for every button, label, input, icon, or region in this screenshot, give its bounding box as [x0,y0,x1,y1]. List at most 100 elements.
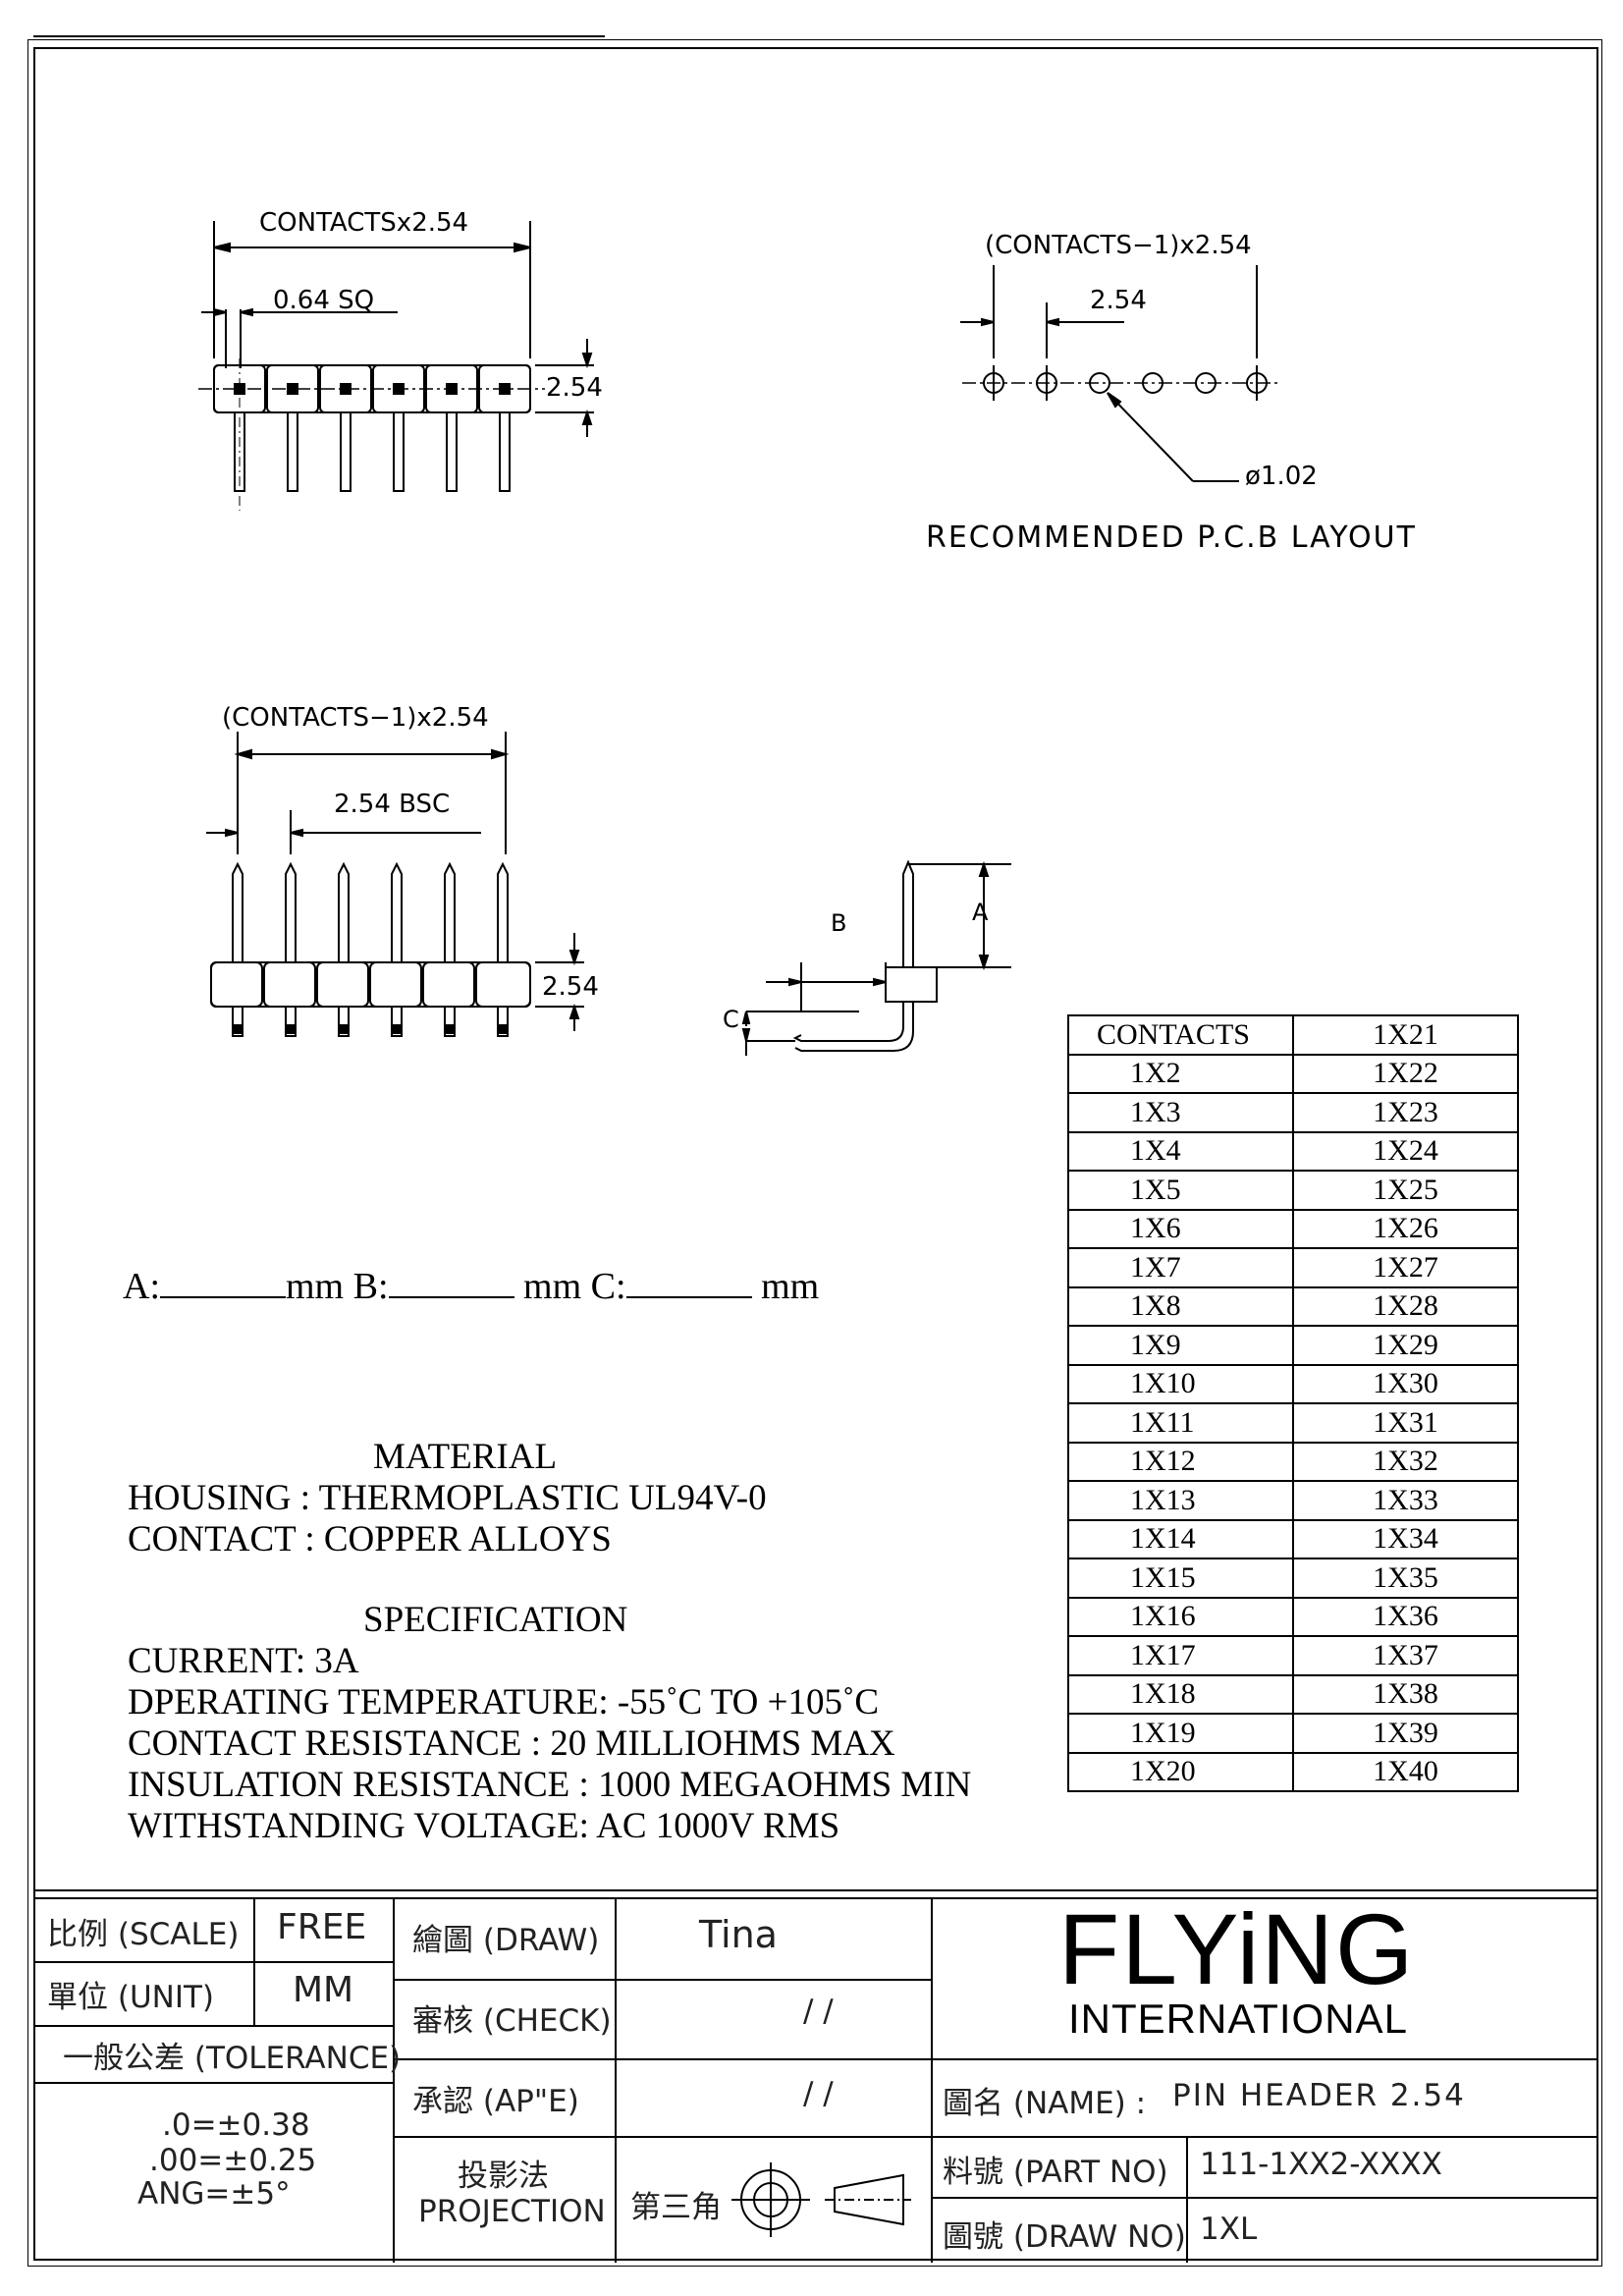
pcb-pitch-dimension: 2.54 [1090,286,1147,315]
contacts-cell-right: 1X39 [1292,1713,1519,1754]
contacts-cell-left: 1X14 [1067,1518,1294,1559]
tb-top-line [33,1889,1596,1891]
contacts-cell-left: 1X19 [1067,1713,1294,1754]
contacts-cell-left: 1X5 [1067,1170,1294,1211]
contacts-cell-right: 1X26 [1292,1208,1519,1249]
c-unit: mm [761,1266,820,1307]
pin-square-dimension: 0.64 SQ [273,286,375,315]
contacts-cell-left: 1X16 [1067,1596,1294,1637]
tb-h1 [33,1961,393,1963]
contacts-cell-right: 1X32 [1292,1441,1519,1482]
projection-cn-label: 投影法 [458,2159,549,2194]
side-label-a: A [972,899,989,926]
tolerance-2: .00=±0.25 [149,2143,317,2178]
top-view-drawing [198,221,594,511]
contacts-cell-left: 1X4 [1067,1130,1294,1172]
pcb-hole-dimension: ø1.02 [1245,462,1318,491]
tb-top-line-inner [33,1897,1596,1899]
a-unit: mm [286,1266,345,1307]
tb-h8 [931,2136,1596,2138]
side-label-b: B [831,909,847,937]
contacts-cell-right: 1X35 [1292,1558,1519,1599]
spec-temperature: DPERATING TEMPERATURE: -55˚C TO +105˚C [128,1682,880,1722]
draw-no-value: 1XL [1200,2212,1258,2247]
drawing-frame [33,47,1598,2261]
draw-value: Tina [699,1913,778,1956]
check-value: / / [803,1994,834,2029]
scale-label: 比例 (SCALE) [47,1917,240,1952]
outer-border [27,39,1602,2267]
a-label: A: [123,1266,160,1307]
tb-h3 [33,2082,393,2084]
scale-value: FREE [277,1907,367,1947]
contacts-cell-right: 1X37 [1292,1635,1519,1676]
contacts-cell-right: 1X28 [1292,1285,1519,1327]
contacts-cell-right: 1X24 [1292,1130,1519,1172]
tb-v2 [393,1897,395,2263]
spec-insulation-resistance: INSULATION RESISTANCE : 1000 MEGAOHMS MI… [128,1765,972,1805]
contacts-cell-right: 1X34 [1292,1518,1519,1559]
b-unit: mm [523,1266,582,1307]
part-no-value: 111-1XX2-XXXX [1200,2147,1442,2182]
contacts-cell-right: 1X38 [1292,1673,1519,1715]
contacts-cell-left: 1X7 [1067,1247,1294,1288]
front-total-dimension: (CONTACTS−1)x2.54 [222,703,489,733]
unit-value: MM [293,1970,354,2010]
third-angle-projection-icon [731,2162,911,2237]
contacts-cell-left: 1X6 [1067,1208,1294,1249]
contacts-cell-right: 1X23 [1292,1092,1519,1133]
contacts-cell-left: 1X2 [1067,1053,1294,1094]
draw-no-label: 圖號 (DRAW NO) [943,2219,1186,2255]
approve-value: / / [803,2076,834,2111]
contacts-cell-left: 1X18 [1067,1673,1294,1715]
tb-h2 [33,2025,393,2027]
contacts-cell-left: 1X13 [1067,1480,1294,1521]
contacts-cell-left: 1X20 [1067,1751,1294,1792]
contacts-cell-right: 1X36 [1292,1596,1519,1637]
contacts-cell-left: 1X3 [1067,1092,1294,1133]
contacts-cell-left: 1X10 [1067,1363,1294,1404]
contacts-cell-left: 1X17 [1067,1635,1294,1676]
contacts-cell-right: 1X21 [1292,1014,1519,1056]
contacts-cell-left: 1X9 [1067,1325,1294,1366]
tb-v5 [1186,2136,1188,2263]
b-blank[interactable] [388,1296,514,1298]
tb-h6 [393,2136,931,2138]
front-pitch-dimension: 2.54 BSC [334,790,451,819]
tb-h5 [393,2058,931,2060]
material-contact: CONTACT : COPPER ALLOYS [128,1519,612,1559]
material-housing: HOUSING : THERMOPLASTIC UL94V-0 [128,1478,767,1518]
b-label: B: [352,1266,389,1307]
projection-value: 第三角 [630,2190,722,2225]
tb-v4 [931,1897,933,2263]
c-label: C: [590,1266,626,1307]
tb-h7 [931,2058,1596,2060]
tb-v3 [615,1897,617,2263]
pcb-total-dimension: (CONTACTS−1)x2.54 [985,231,1252,260]
contacts-dimension: CONTACTSx2.54 [259,208,469,238]
contacts-cell-left: CONTACTS [1067,1014,1294,1056]
c-blank[interactable] [625,1296,752,1298]
brand-logo: FLYiNG [1058,1893,1416,2005]
name-value: PIN HEADER 2.54 [1172,2078,1466,2113]
pitch-side-dimension: 2.54 [546,373,603,403]
a-blank[interactable] [160,1296,286,1298]
contacts-cell-right: 1X29 [1292,1325,1519,1366]
contacts-cell-left: 1X11 [1067,1402,1294,1444]
